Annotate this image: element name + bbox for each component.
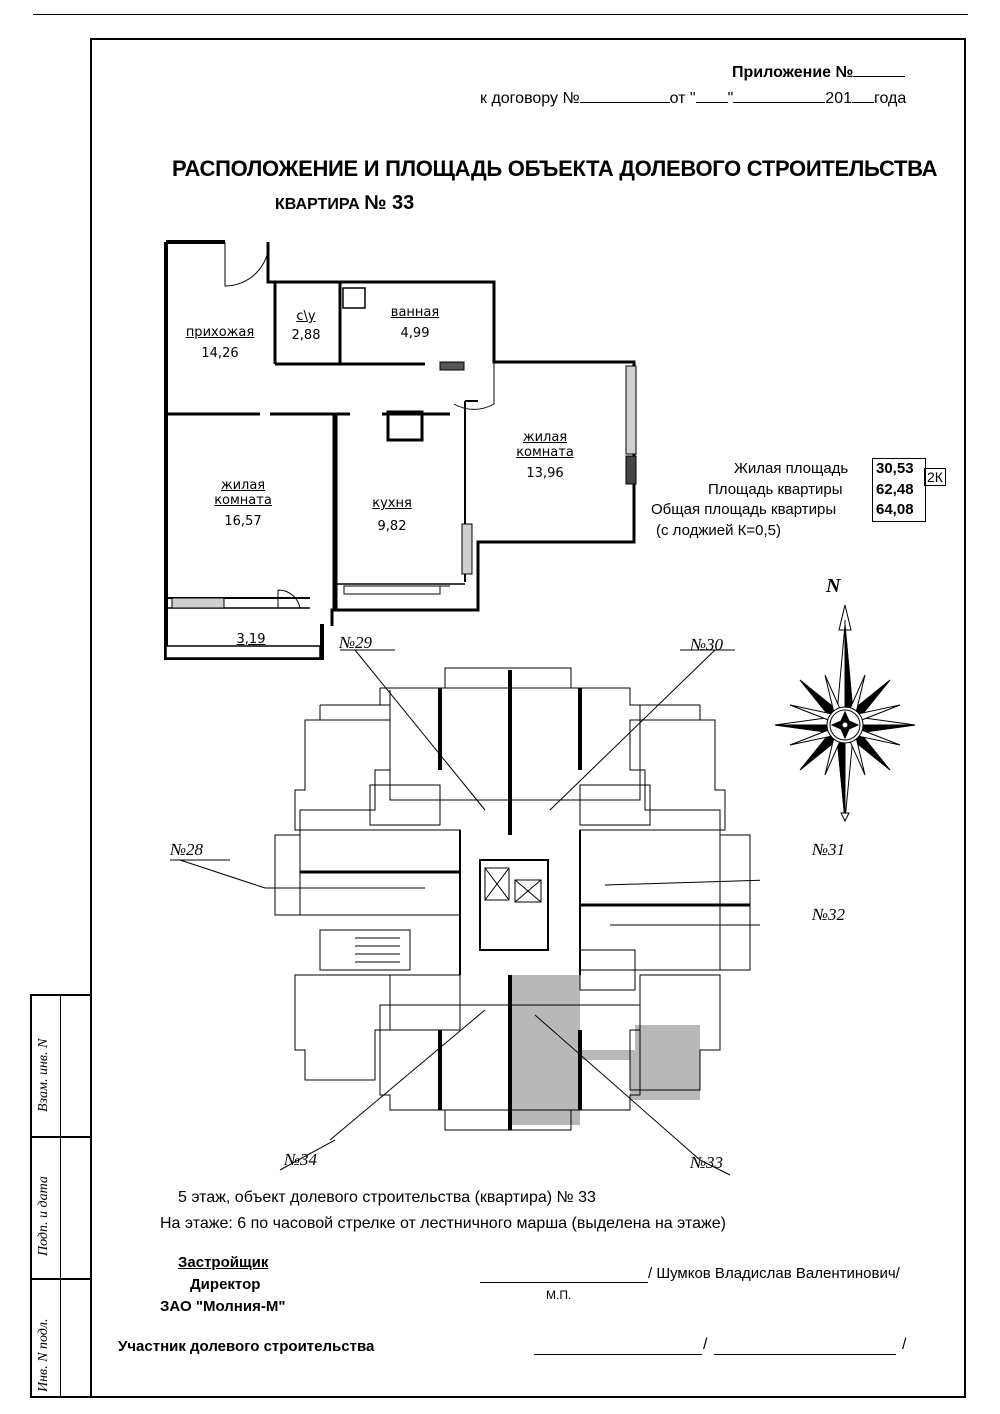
- apartment-plan: [164, 240, 637, 660]
- room-hall-label: прихожая 14,26: [185, 325, 255, 361]
- participant-name-line: [714, 1354, 896, 1355]
- apartment-area-value: 62,48: [876, 481, 914, 498]
- highlighted-apartment-33: [510, 975, 700, 1125]
- floor-info-line: 5 этаж, объект долевого строительства (к…: [178, 1189, 596, 1206]
- plan-label-30: №30: [690, 635, 724, 654]
- developer-position: Директор: [190, 1276, 261, 1293]
- type-badge: 2К: [924, 468, 946, 486]
- living-area-value: 30,53: [876, 460, 914, 477]
- room-kitchen-label: кухня 9,82: [372, 496, 412, 534]
- room-loggia-label: 3,19: [236, 632, 266, 647]
- seal-label: М.П.: [546, 1288, 572, 1302]
- plan-label-29: №29: [339, 633, 373, 652]
- apartment-heading: КВАРТИРА № 33: [275, 192, 415, 214]
- living-area-label: Жилая площадь: [734, 460, 849, 477]
- developer-company: ЗАО "Молния-М": [160, 1298, 286, 1315]
- participant-label: Участник долевого строительства: [118, 1338, 375, 1355]
- developer-signature-line: [480, 1282, 648, 1283]
- developer-role: Застройщик: [178, 1254, 269, 1271]
- plan-label-33: №33: [690, 1153, 724, 1172]
- total-area-value: 64,08: [876, 501, 914, 518]
- room-living1-label: жилая комната 13,96: [516, 430, 574, 481]
- position-info-line: На этаже: 6 по часовой стрелке от лестни…: [160, 1215, 726, 1232]
- top-border-line: [33, 14, 968, 15]
- room-living2-label: жилая комната 16,57: [214, 478, 272, 529]
- room-wc-label: с\у 2,88: [291, 309, 321, 343]
- plan-label-28: №28: [170, 840, 204, 859]
- stamp-field-inventory: Инв. N подл.: [36, 1318, 51, 1392]
- loggia-note: (с лоджией К=0,5): [656, 522, 781, 539]
- total-area-label: Общая площадь квартиры: [651, 501, 837, 518]
- participant-slash-1: /: [703, 1336, 708, 1353]
- stamp-block: [30, 994, 90, 1398]
- plan-label-32: №32: [812, 905, 846, 924]
- participant-slash-2: /: [902, 1336, 907, 1353]
- stamp-field-replace: Взам. инв. N: [36, 1038, 51, 1112]
- apartment-area-label: Площадь квартиры: [708, 481, 843, 498]
- developer-signer: / Шумков Владислав Валентинович/: [648, 1265, 900, 1282]
- plan-label-31: №31: [812, 840, 846, 859]
- participant-signature-line: [534, 1354, 702, 1355]
- plan-label-34: №34: [284, 1150, 318, 1169]
- floor-plan: [170, 649, 760, 1176]
- document-frame: [90, 38, 966, 1398]
- compass-rose-icon: [774, 604, 916, 823]
- page-title: РАСПОЛОЖЕНИЕ И ПЛОЩАДЬ ОБЪЕКТА ДОЛЕВОГО …: [172, 156, 938, 181]
- compass-north-label: N: [826, 575, 841, 597]
- room-bath-label: ванная 4,99: [390, 305, 440, 341]
- area-values-box: [872, 458, 926, 522]
- appendix-label: Приложение №: [732, 62, 906, 82]
- stamp-field-sign-date: Подп. и дата: [36, 1176, 51, 1256]
